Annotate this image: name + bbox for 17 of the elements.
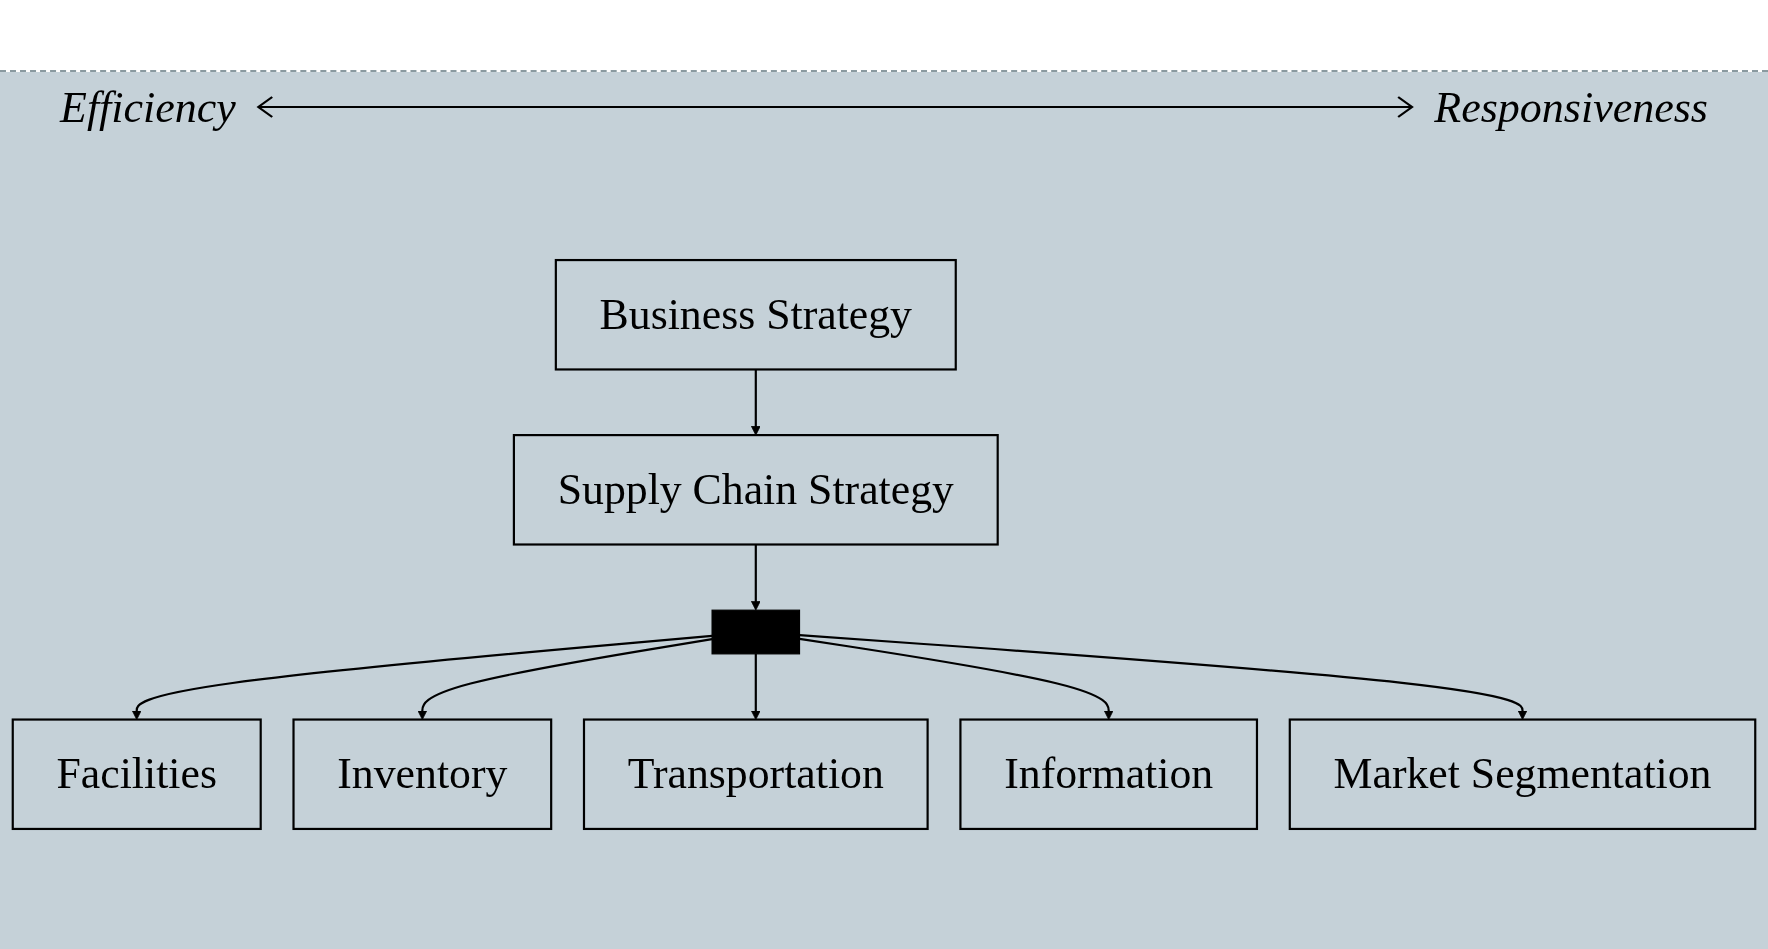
node-box: Transportation <box>582 718 929 831</box>
arrow <box>751 653 761 720</box>
node-box: Inventory <box>292 718 553 831</box>
axis-label: Responsiveness <box>1434 81 1708 133</box>
arrow <box>751 369 761 436</box>
arrow <box>751 544 761 611</box>
arrow <box>417 638 713 720</box>
node-bar <box>711 609 801 655</box>
node-box: Supply Chain Strategy <box>512 434 999 546</box>
node-box: Information <box>959 718 1259 831</box>
arrow <box>131 634 713 720</box>
node-box: Market Segmentation <box>1288 718 1757 831</box>
arrow <box>799 634 1528 720</box>
node-box: Business Strategy <box>554 258 957 371</box>
arrow <box>799 637 1114 720</box>
axis-label: Efficiency <box>60 81 236 133</box>
node-box: Facilities <box>11 718 262 831</box>
